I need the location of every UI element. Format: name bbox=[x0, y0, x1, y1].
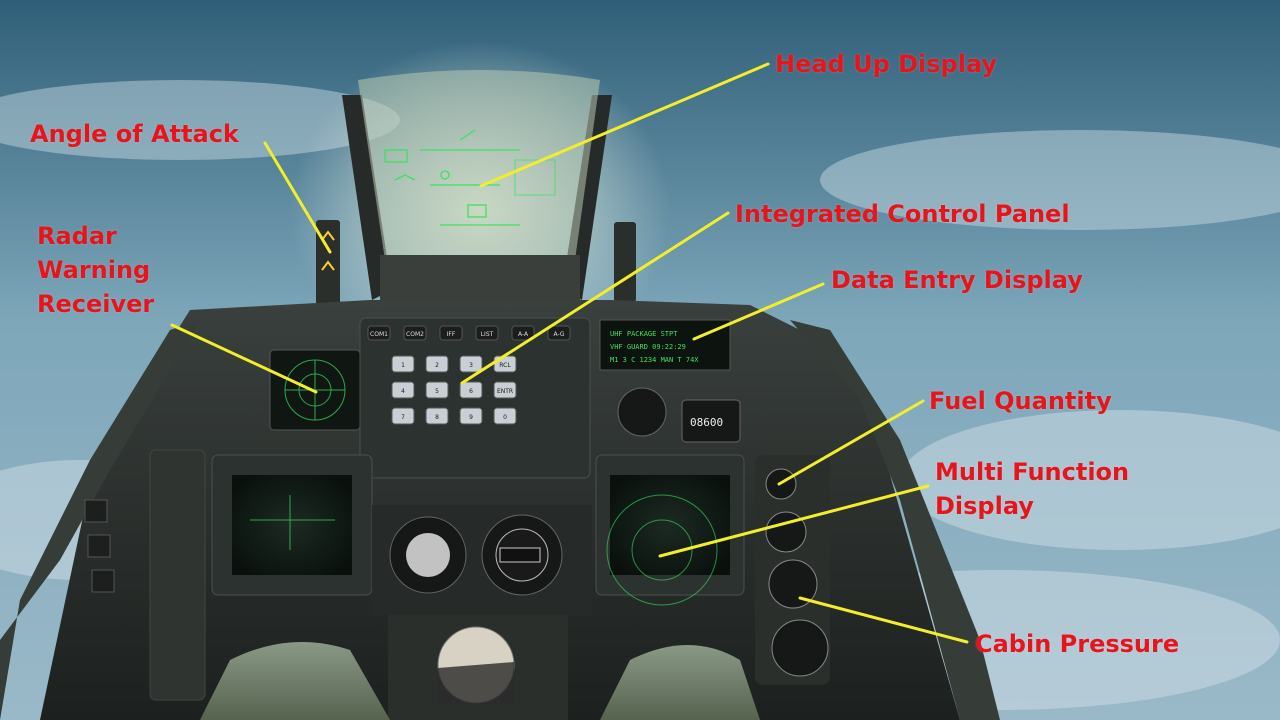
icp-key[interactable] bbox=[475, 325, 499, 341]
label-radar-line-1: Radar bbox=[37, 222, 117, 250]
icp-key[interactable] bbox=[425, 381, 449, 399]
label-radar-line-3: Receiver bbox=[37, 290, 155, 318]
label-cabin-pressure: Cabin Pressure bbox=[975, 630, 1180, 658]
leader-radar-warning-receiver bbox=[170, 323, 318, 394]
label-mfd-line-1: Multi Function bbox=[935, 458, 1130, 486]
icp-key[interactable] bbox=[511, 325, 535, 341]
label-mfd-line-2: Display bbox=[935, 492, 1034, 520]
label-data-entry-display: Data Entry Display bbox=[831, 266, 1083, 294]
fuel-readout: 08600 bbox=[690, 416, 723, 429]
ded-line-3: M1 3 C 1234 MAN T 74X bbox=[610, 356, 699, 364]
icp-key-label: 4 bbox=[401, 388, 405, 395]
icp-key-label: 7 bbox=[401, 414, 405, 421]
icp-key-label: 0 bbox=[503, 414, 507, 421]
label-fuel-quantity: Fuel Quantity bbox=[929, 387, 1112, 415]
icp-key-label: ENTR bbox=[497, 388, 513, 395]
icp-key-label: 2 bbox=[435, 362, 439, 369]
leader-integrated-control-panel bbox=[460, 211, 730, 385]
icp-key[interactable] bbox=[547, 325, 571, 341]
label-angle-of-attack: Angle of Attack bbox=[30, 120, 239, 148]
leader-cabin-pressure bbox=[798, 596, 969, 644]
icp-key[interactable] bbox=[493, 381, 517, 399]
ded-line-1: UHF PACKAGE STPT bbox=[610, 330, 678, 338]
icp-key-label: 1 bbox=[401, 362, 405, 369]
ded-line-2: VHF GUARD 09:22:29 bbox=[610, 343, 686, 351]
icp-key[interactable] bbox=[493, 407, 517, 425]
leader-lines bbox=[170, 62, 969, 644]
pilot-legs bbox=[200, 642, 760, 720]
icp-key-label: 5 bbox=[435, 388, 439, 395]
icp-key-label: 9 bbox=[469, 414, 473, 421]
leader-angle-of-attack bbox=[263, 141, 332, 254]
icp-key[interactable] bbox=[439, 325, 463, 341]
icp-key-label: 8 bbox=[435, 414, 439, 421]
icp-key-label: COM2 bbox=[406, 331, 424, 338]
icp-key-label: LIST bbox=[481, 331, 494, 338]
icp-key-label: 6 bbox=[469, 388, 473, 395]
icp-key-label: COM1 bbox=[370, 331, 388, 338]
leader-fuel-quantity bbox=[777, 399, 925, 486]
icp-key-label: A-A bbox=[518, 331, 529, 338]
hud-symbology bbox=[384, 129, 556, 226]
icp-key[interactable] bbox=[459, 381, 483, 399]
left-console bbox=[84, 449, 206, 701]
icp-key[interactable] bbox=[459, 407, 483, 425]
leader-multi-function-display bbox=[658, 484, 930, 558]
hud-frame bbox=[342, 70, 612, 300]
ded-display: UHF PACKAGE STPT VHF GUARD 09:22:29 M1 3… bbox=[599, 319, 731, 371]
fuel-gauge-block: 08600 bbox=[681, 399, 741, 443]
left-mfd bbox=[211, 454, 373, 596]
label-radar-warning-receiver: Radar Warning Receiver bbox=[37, 219, 154, 321]
icp-key[interactable] bbox=[459, 355, 483, 373]
label-multi-function-display: Multi Function Display bbox=[935, 455, 1129, 523]
icp-key[interactable] bbox=[425, 355, 449, 373]
clock-gauge bbox=[617, 387, 667, 437]
icp-key-label: RCL bbox=[499, 362, 511, 369]
icp-key-label: A-G bbox=[553, 331, 564, 338]
right-indexer bbox=[614, 222, 636, 302]
icp-key-label: IFF bbox=[447, 331, 456, 338]
icp-key[interactable] bbox=[391, 381, 415, 399]
center-gauges bbox=[372, 505, 592, 615]
label-head-up-display: Head Up Display bbox=[775, 50, 998, 78]
icp-key[interactable] bbox=[403, 325, 427, 341]
right-mfd bbox=[595, 454, 745, 606]
icp-key[interactable] bbox=[391, 355, 415, 373]
icp-keypad: COM1 COM2 IFF LIST A-A A-G 1 2 3 RCL 4 5 6 ENTR 7 8 9 0 bbox=[367, 325, 571, 425]
label-integrated-control-panel: Integrated Control Panel bbox=[735, 200, 1070, 228]
icp-key-label: 3 bbox=[469, 362, 473, 369]
icp-key[interactable] bbox=[367, 325, 391, 341]
attitude-indicator bbox=[388, 615, 568, 720]
icp-key[interactable] bbox=[425, 407, 449, 425]
leader-data-entry-display bbox=[692, 282, 825, 341]
right-gauge-column bbox=[755, 455, 830, 685]
icp-key[interactable] bbox=[391, 407, 415, 425]
leader-head-up-display bbox=[479, 62, 770, 188]
label-radar-line-2: Warning bbox=[37, 256, 151, 284]
